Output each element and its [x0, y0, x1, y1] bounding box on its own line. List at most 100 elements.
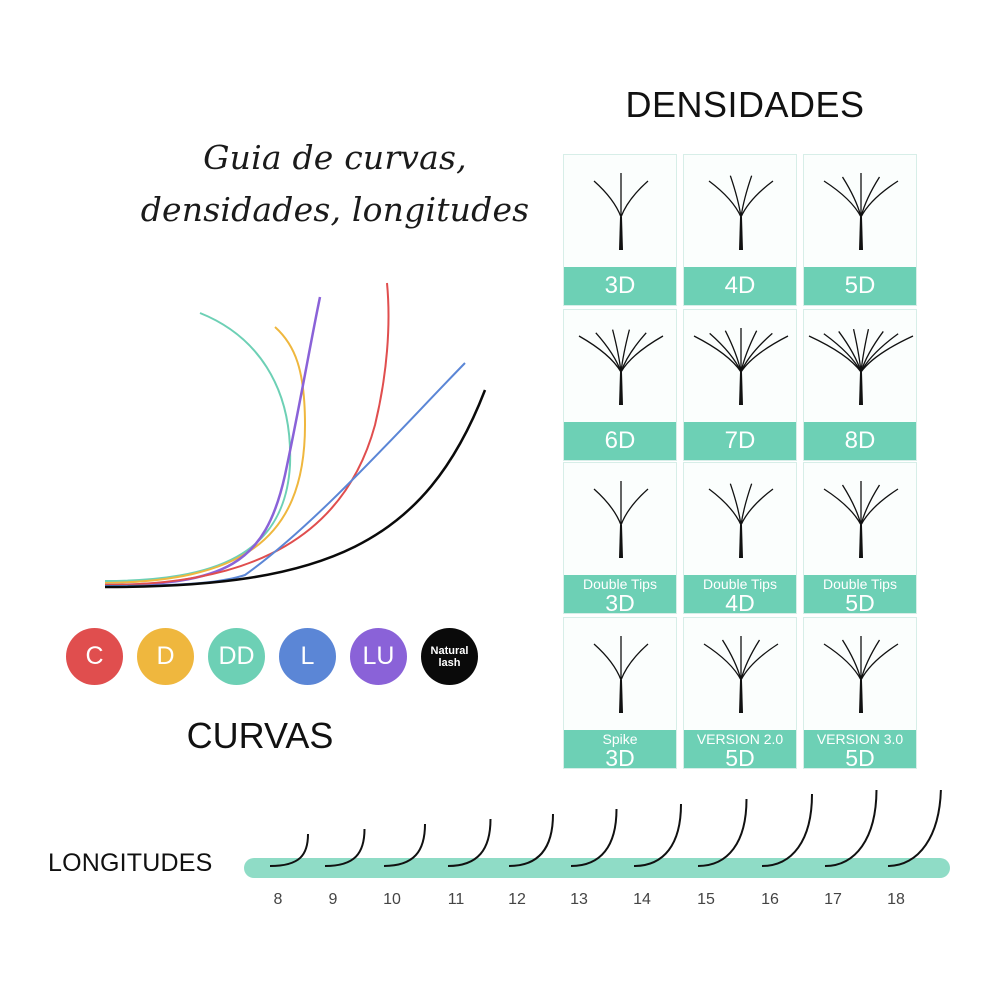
curves-illustration — [104, 282, 487, 589]
lash-fan-strand — [724, 330, 742, 373]
density-label: 3D — [605, 590, 635, 616]
density-label-band: 5D — [804, 267, 916, 305]
density-sublabel: VERSION 3.0 — [816, 731, 904, 747]
density-label: 4D — [725, 590, 755, 616]
density-label: 7D — [724, 427, 756, 454]
lash-fan-strand — [708, 180, 742, 218]
density-label: 4D — [724, 272, 756, 299]
length-tick-label: 10 — [383, 891, 401, 908]
density-label-band: 8D — [804, 422, 916, 460]
lash-fan-strand — [611, 329, 622, 373]
lash-fan-stem — [619, 680, 623, 713]
lash-fan-icon — [578, 329, 664, 405]
lash-fan-strand — [823, 333, 862, 373]
lash-fan-stem — [859, 372, 863, 405]
curvas-heading: CURVAS — [186, 715, 334, 756]
length-lash — [887, 790, 942, 867]
lash-fan-icon — [823, 636, 899, 713]
length-lash — [269, 833, 309, 867]
lash-fan-strand — [593, 643, 622, 681]
density-label-band: 3D — [564, 267, 676, 305]
density-card: 4D — [683, 154, 797, 306]
length-lash — [383, 823, 426, 867]
density-label: 6D — [604, 427, 636, 454]
density-label: 3D — [605, 745, 635, 771]
lash-fan-icon — [693, 328, 789, 405]
lash-fan-icon — [708, 175, 774, 250]
lash-fan-strand — [620, 180, 649, 218]
lash-fan-strand — [708, 488, 742, 526]
density-sublabel: Double Tips — [583, 576, 657, 592]
lash-fan-strand — [740, 483, 753, 526]
length-tick-label: 18 — [887, 891, 905, 908]
lash-fan-stem — [859, 525, 863, 558]
lash-fan-stem — [739, 372, 743, 405]
curve-c-line — [104, 282, 390, 586]
lash-fan-strand — [620, 488, 649, 526]
badge-lu: LU — [350, 628, 407, 685]
length-tick-label: 8 — [273, 891, 283, 908]
lash-fan-strand — [593, 488, 622, 526]
lash-fan-stem — [619, 217, 623, 250]
lash-fan-strand — [823, 643, 862, 681]
density-label: 8D — [844, 427, 876, 454]
title-line-1: Guia de curvas, — [203, 138, 467, 177]
lash-fan-stem — [739, 217, 743, 250]
lash-fan-strand — [721, 639, 742, 681]
density-sublabel: Spike — [602, 731, 638, 747]
density-card: 5D — [803, 154, 917, 306]
curve-natural-line — [104, 389, 487, 589]
length-tick-label: 16 — [761, 891, 779, 908]
length-lash — [324, 828, 366, 867]
lash-fan-strand — [709, 332, 742, 373]
length-tick-label: 11 — [447, 891, 465, 908]
lash-fan-icon — [593, 173, 649, 250]
densidades-heading: DENSIDADES — [625, 84, 865, 125]
lash-fan-strand — [860, 180, 899, 218]
density-card: 8D — [803, 309, 917, 461]
lash-fan-icon — [708, 483, 774, 558]
lash-fan-strand — [729, 175, 742, 218]
curve-dd-line — [104, 312, 292, 582]
lash-fan-icon — [823, 173, 899, 250]
lash-fan-strand — [620, 335, 664, 373]
length-tick-label: 15 — [697, 891, 715, 908]
density-card: 7D — [683, 309, 797, 461]
longitudes-heading: LONGITUDES — [48, 849, 213, 877]
lash-fan-strand — [823, 180, 862, 218]
length-tick-label: 9 — [328, 891, 338, 908]
lash-fan-strand — [729, 483, 742, 526]
lash-fan-icon — [808, 329, 914, 405]
density-label: 5D — [845, 590, 875, 616]
lash-fan-strand — [740, 335, 789, 373]
lash-fan-stem — [859, 680, 863, 713]
lash-fan-strand — [740, 175, 753, 218]
lash-fan-strand — [838, 331, 862, 373]
lash-fan-strand — [860, 643, 899, 681]
length-lash — [508, 813, 554, 867]
length-lash — [824, 790, 878, 867]
lash-fan-strand — [841, 176, 862, 218]
badge-d: D — [137, 628, 194, 685]
density-label-band: 4D — [684, 267, 796, 305]
lash-fan-stem — [619, 372, 623, 405]
density-sublabel: VERSION 2.0 — [696, 731, 784, 747]
length-lash — [761, 793, 813, 867]
length-tick-label: 14 — [633, 891, 651, 908]
lash-fan-strand — [703, 643, 742, 681]
lash-fan-stem — [739, 680, 743, 713]
density-label-band: 6D — [564, 422, 676, 460]
density-sublabel: Double Tips — [703, 576, 777, 592]
lash-fan-strand — [620, 329, 631, 373]
length-tick-label: 17 — [824, 891, 842, 908]
lash-fan-icon — [703, 636, 779, 713]
density-label: 5D — [845, 745, 875, 771]
badge-dd: DD — [208, 628, 265, 685]
lash-fan-strand — [841, 484, 862, 526]
lash-fan-strand — [593, 180, 622, 218]
